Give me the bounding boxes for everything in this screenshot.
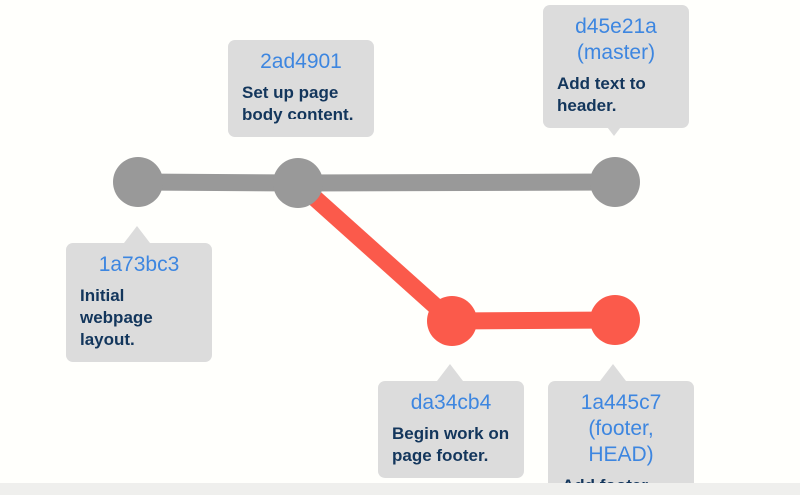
commit-sha-da34cb4: da34cb4 (410, 391, 492, 414)
commit-graph (113, 157, 640, 346)
tooltip-tail-2ad4901 (284, 119, 310, 136)
commit-node-2ad4901[interactable] (273, 158, 323, 208)
commit-message-1a73bc3: Initial webpage layout. (80, 286, 153, 349)
commit-sha-1a445c7: 1a445c7 (footer, HEAD) (580, 391, 662, 466)
tooltip-tail-da34cb4 (437, 364, 463, 381)
commit-message-2ad4901: Set up page body content. (242, 83, 354, 124)
commit-edge-2ad4901-to-d45e21a (297, 173, 616, 192)
commit-message-1a445c7: Add footer nav links. (562, 475, 680, 483)
commit-node-1a445c7[interactable] (590, 295, 640, 345)
commit-edge-da34cb4-to-1a445c7 (451, 311, 616, 330)
commit-sha-1a73bc3: 1a73bc3 (98, 253, 180, 276)
commit-sha-d45e21a: d45e21a (master) (575, 15, 657, 64)
commit-edge-2ad4901-to-da34cb4 (292, 176, 458, 328)
commit-tooltip-d45e21a: d45e21a (master) Add text to header. (543, 5, 689, 128)
bottom-strip (0, 483, 800, 495)
commit-tooltip-1a445c7: 1a445c7 (footer, HEAD) Add footer nav lin… (548, 381, 694, 483)
edges-layer (137, 173, 616, 330)
commit-node-d45e21a[interactable] (590, 157, 640, 207)
commit-node-1a73bc3[interactable] (113, 157, 163, 207)
tooltip-tail-1a73bc3 (124, 226, 150, 243)
commit-message-d45e21a: Add text to header. (557, 74, 646, 115)
commit-node-da34cb4[interactable] (427, 296, 477, 346)
tooltip-tail-1a445c7 (600, 364, 626, 381)
commit-sha-2ad4901: 2ad4901 (260, 50, 342, 73)
tooltip-tail-d45e21a (601, 119, 627, 136)
commit-edge-1a73bc3-to-2ad4901 (137, 173, 299, 192)
commit-message-da34cb4: Begin work on page footer. (392, 424, 510, 465)
nodes-layer (113, 157, 640, 346)
